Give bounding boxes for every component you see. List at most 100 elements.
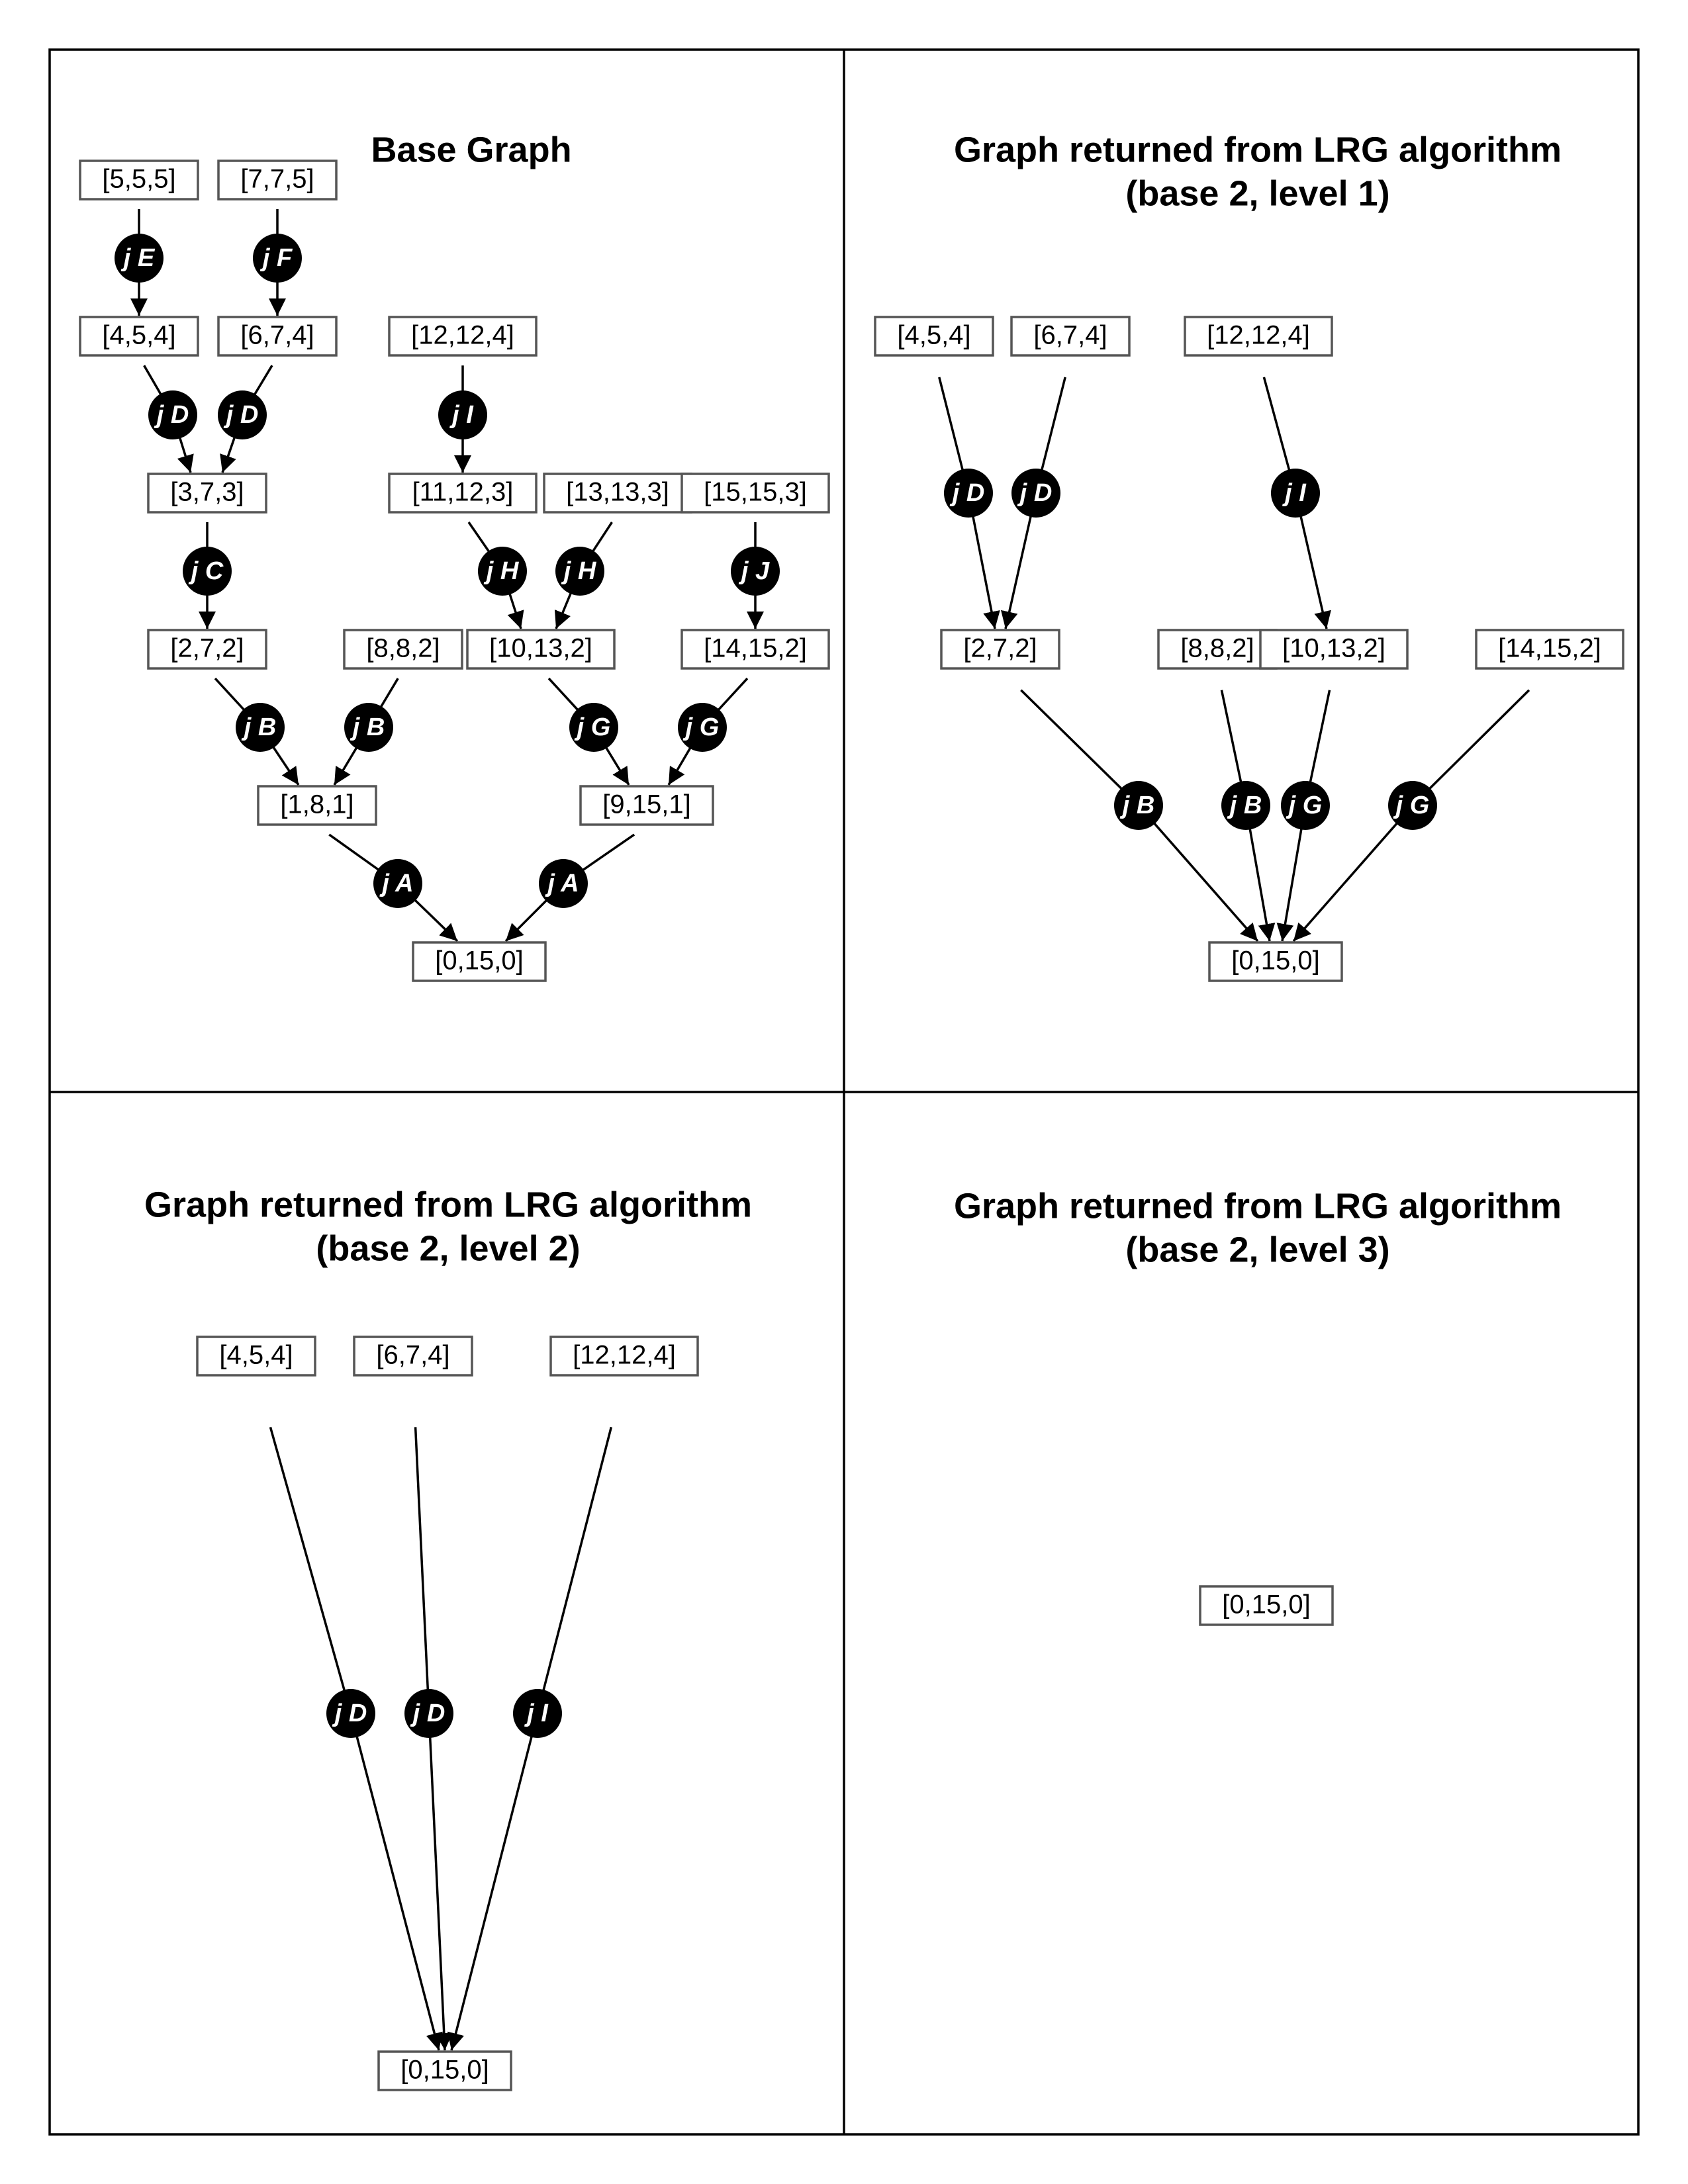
panel-base-graph: Base Graph j E j F j D j D j I j C j H j H j J j B… (79, 130, 830, 982)
junction-node (438, 390, 487, 439)
node-box (543, 473, 692, 514)
junction-node (1271, 469, 1320, 518)
junction-label: j D (1017, 479, 1053, 507)
edge: j J (731, 522, 780, 629)
node-box (940, 629, 1060, 670)
panel-title-line: Graph returned from LRG algorithm (144, 1185, 752, 1224)
junction-node (1388, 781, 1437, 830)
node-box (353, 1336, 473, 1377)
edge: j H (467, 522, 527, 629)
graph-node: [13,13,3] (543, 473, 692, 514)
edge: j B (333, 678, 399, 786)
edge-line-upper (536, 1426, 613, 1714)
graph-node: [14,15,2] (680, 629, 830, 670)
graph-node: [15,15,3] (680, 473, 830, 514)
junction-label: j B (350, 713, 385, 741)
junction-label: j I (524, 1700, 549, 1727)
edge: j B (1220, 690, 1276, 942)
junction-label: j D (154, 401, 189, 429)
node-label: [13,13,3] (566, 478, 669, 507)
edge-line-lower-arrow (350, 1713, 444, 2051)
graph-node: [0,15,0] (1208, 941, 1343, 982)
edge: j F (253, 209, 302, 316)
node-label: [12,12,4] (411, 321, 514, 350)
junction-node (253, 234, 302, 283)
junction-node (539, 859, 588, 908)
panel-title-line: (base 2, level 2) (316, 1228, 580, 1268)
junction-label: j F (259, 244, 293, 272)
edge: j G (667, 677, 749, 786)
edge: j G (547, 677, 630, 786)
node-label: [6,7,4] (376, 1341, 449, 1370)
junction-label: j J (738, 557, 770, 585)
node-box (79, 316, 199, 357)
node-label: [7,7,5] (240, 165, 314, 194)
panel-title-line: Base Graph (371, 130, 571, 169)
node-label: [4,5,4] (219, 1341, 293, 1370)
edge: j I (1262, 377, 1331, 629)
edge-line-lower-arrow (428, 1713, 453, 2051)
edge: j D (1001, 377, 1066, 629)
edge-line-lower-arrow (1292, 804, 1414, 942)
node-box (257, 785, 377, 826)
node-label: [12,12,4] (573, 1341, 676, 1370)
node-label: [2,7,2] (170, 634, 244, 663)
edge: j E (115, 209, 164, 316)
edge: j C (183, 522, 232, 629)
node-box (1157, 629, 1278, 670)
junction-node (678, 703, 727, 752)
node-box (874, 316, 994, 357)
edge: j I (447, 1426, 613, 2051)
junction-node (1221, 781, 1270, 830)
node-label: [8,8,2] (366, 634, 440, 663)
edge: j B (214, 677, 300, 786)
junction-node (1011, 469, 1060, 518)
junction-label: j G (1286, 792, 1323, 819)
edge-line-upper (1020, 689, 1140, 807)
junction-node (148, 390, 197, 439)
junction-node (1114, 781, 1163, 830)
junction-node (731, 547, 780, 596)
graph-node: [0,15,0] (1199, 1585, 1334, 1626)
graph-node: [3,7,3] (147, 473, 267, 514)
graph-node: [0,15,0] (377, 2050, 512, 2091)
node-label: [6,7,4] (240, 321, 314, 350)
node-box (1010, 316, 1131, 357)
junction-label: j G (574, 713, 611, 741)
node-box (147, 473, 267, 514)
node-box (1259, 629, 1409, 670)
edge: j G (1276, 690, 1331, 942)
graph-node: [4,5,4] (196, 1336, 316, 1377)
node-box (680, 629, 830, 670)
node-box (412, 941, 547, 982)
junction-node (373, 859, 422, 908)
junction-label: j B (1119, 792, 1155, 819)
panel-title-line: Graph returned from LRG algorithm (954, 1186, 1562, 1226)
junction-label: j I (1282, 479, 1307, 507)
node-box (388, 473, 538, 514)
node-label: [14,15,2] (1498, 634, 1601, 663)
graph-node: [10,13,2] (1259, 629, 1409, 670)
node-label: [0,15,0] (1231, 946, 1319, 976)
graph-node: [8,8,2] (1157, 629, 1278, 670)
edge-line-lower-arrow (1137, 804, 1259, 942)
node-label: [9,15,1] (602, 790, 690, 819)
panel-frames (48, 48, 1640, 2136)
edge: j D (269, 1426, 444, 2051)
edge-line-upper (269, 1426, 352, 1714)
junction-node (478, 547, 527, 596)
node-box (147, 629, 267, 670)
edge: j H (554, 522, 613, 629)
edge: j I (438, 365, 487, 473)
graph-node: [10,13,2] (466, 629, 616, 670)
edge: j D (143, 365, 197, 473)
junction-label: j D (223, 401, 259, 429)
junction-label: j C (188, 557, 224, 585)
graph-node: [4,5,4] (79, 316, 199, 357)
node-label: [3,7,3] (170, 478, 244, 507)
panel-level-3: Graph returned from LRG algorithm(base 2… (954, 1186, 1562, 1626)
node-label: [10,13,2] (489, 634, 592, 663)
edge: j D (404, 1427, 453, 2051)
node-label: [0,15,0] (400, 2056, 489, 2085)
node-box (388, 316, 538, 357)
